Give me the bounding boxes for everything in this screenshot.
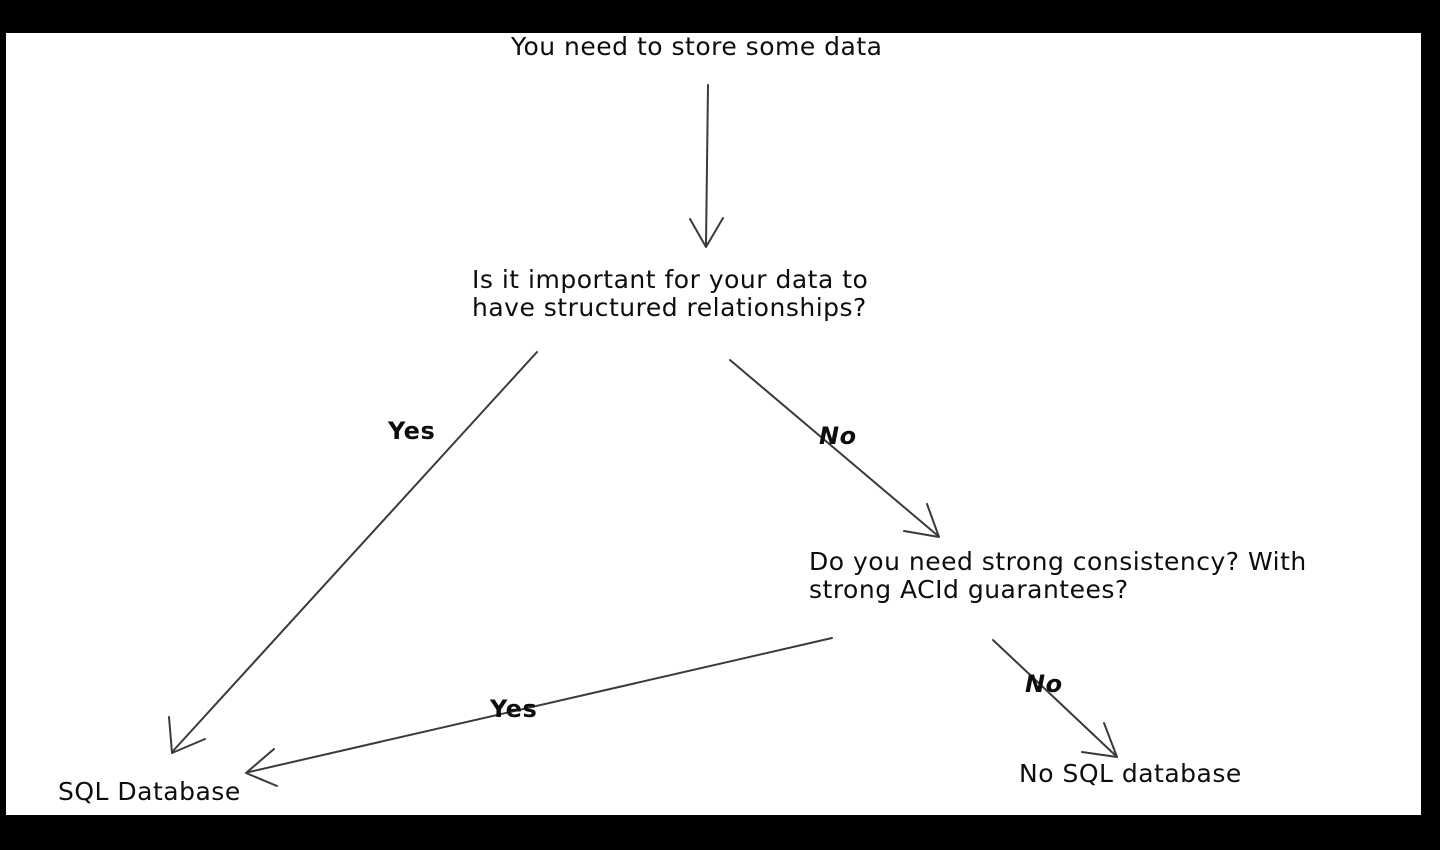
node-question-acid-line1: Do you need strong consistency? With	[809, 547, 1307, 576]
edge-label-no-acid: No	[1025, 670, 1063, 698]
node-question-structured-line2: have structured relationships?	[472, 293, 867, 322]
edge-label-no-structured: No	[819, 422, 857, 450]
edge-q2-to-nosql-no	[992, 639, 1118, 758]
flowchart-arrows: .ln { stroke: #3a3a3a; stroke-width: 2; …	[168, 84, 1118, 787]
node-sql-database-label: SQL Database	[58, 777, 241, 806]
node-nosql-database-label: No SQL database	[1019, 759, 1242, 788]
node-question-structured-line1: Is it important for your data to	[472, 265, 869, 294]
node-question-acid-line2: strong ACId guarantees?	[809, 575, 1129, 604]
edge-label-yes-structured: Yes	[388, 417, 436, 445]
edge-label-yes-acid: Yes	[490, 695, 538, 723]
edge-q1-to-q2-no	[729, 359, 940, 538]
edge-root-to-q1	[689, 84, 724, 248]
edge-q1-to-sql-yes	[168, 351, 538, 754]
edge-q2-to-sql-yes	[245, 637, 833, 787]
node-root-label: You need to store some data	[511, 33, 883, 61]
whiteboard-canvas: .ln { stroke: #3a3a3a; stroke-width: 2; …	[6, 33, 1421, 815]
